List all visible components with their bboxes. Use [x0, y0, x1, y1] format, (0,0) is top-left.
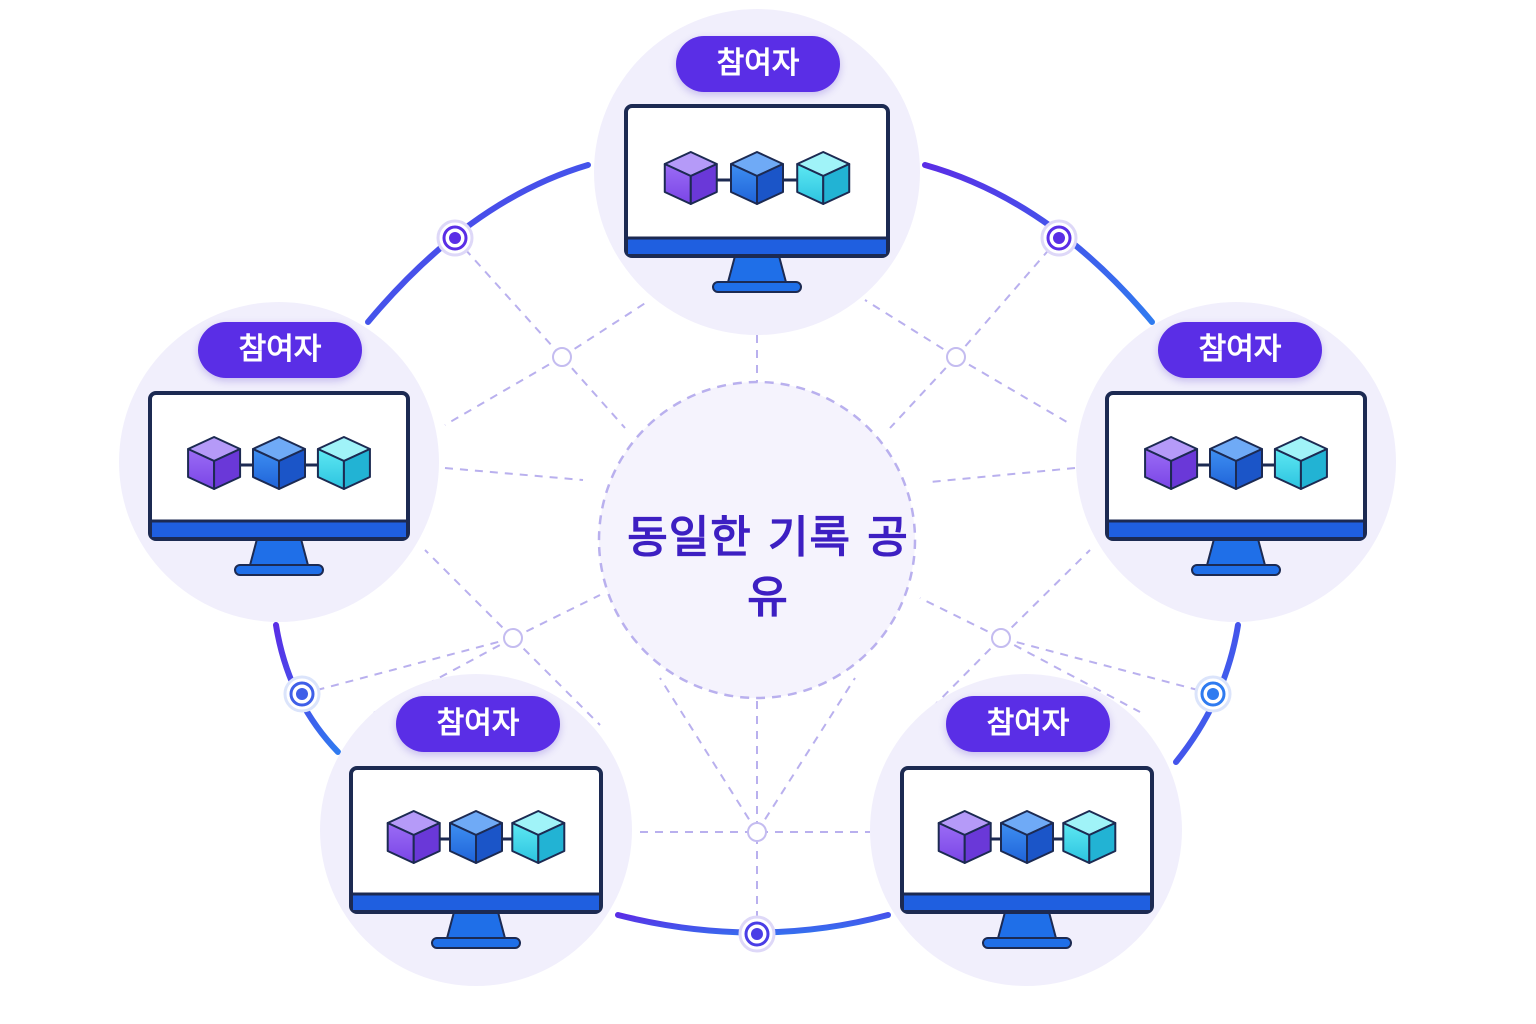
- junction-nodes: [503, 347, 1011, 842]
- junction-node: [747, 822, 767, 842]
- ring-dot: [436, 219, 474, 257]
- monitor: [148, 391, 410, 576]
- block-purple-icon: [663, 151, 718, 205]
- junction-node: [991, 628, 1011, 648]
- participant-label: 참여자: [946, 696, 1110, 752]
- ring-dot: [283, 675, 321, 713]
- center-hub: [597, 380, 917, 700]
- block-blue-icon: [1209, 436, 1263, 490]
- junction-node: [503, 628, 523, 648]
- block-cyan-icon: [1273, 436, 1328, 490]
- ring-dot: [1194, 675, 1232, 713]
- participant-label: 참여자: [396, 696, 560, 752]
- block-purple-icon: [1144, 436, 1199, 490]
- block-blue-icon: [730, 151, 784, 205]
- monitors: [148, 104, 1367, 949]
- ring-dots: [283, 219, 1232, 953]
- monitor: [349, 766, 603, 949]
- ring-dot: [738, 915, 776, 953]
- center-label: 동일한 기록 공유: [627, 512, 909, 623]
- block-blue-icon: [252, 436, 306, 490]
- participant-label: 참여자: [676, 36, 840, 92]
- block-purple-icon: [937, 810, 992, 864]
- monitor: [624, 104, 890, 293]
- block-blue-icon: [449, 810, 503, 864]
- junction-node: [946, 347, 966, 367]
- participant-label: 참여자: [1158, 322, 1322, 378]
- block-cyan-icon: [316, 436, 371, 490]
- block-cyan-icon: [511, 810, 566, 864]
- block-blue-icon: [1000, 810, 1054, 864]
- participant-label: 참여자: [198, 322, 362, 378]
- block-purple-icon: [386, 810, 441, 864]
- dashed-connections: [301, 237, 1214, 934]
- junction-node: [552, 347, 572, 367]
- monitor: [900, 766, 1154, 949]
- ring-dot: [1040, 219, 1078, 257]
- ring-arc: [365, 162, 591, 325]
- block-cyan-icon: [1062, 810, 1117, 864]
- monitor: [1105, 391, 1367, 576]
- block-purple-icon: [187, 436, 242, 490]
- block-cyan-icon: [796, 151, 851, 205]
- ring-arc: [922, 162, 1155, 325]
